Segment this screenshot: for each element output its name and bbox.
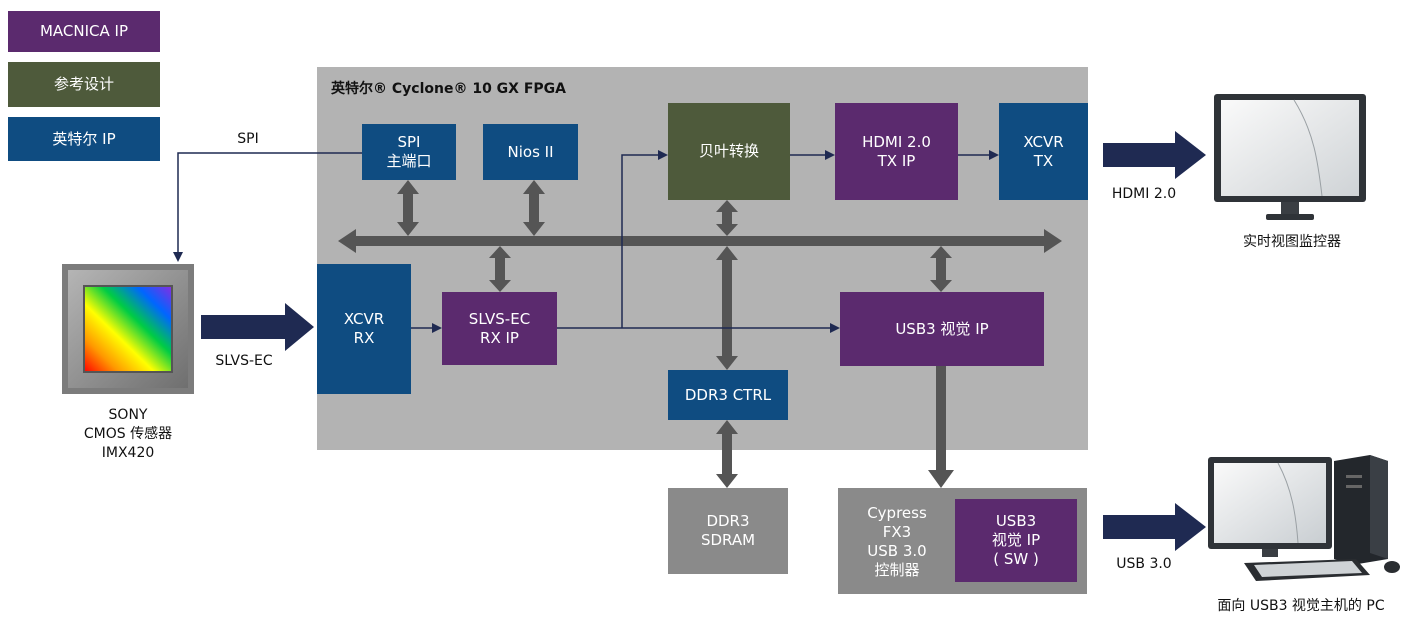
spi-line xyxy=(173,152,362,262)
spi-label: SPI xyxy=(237,131,259,147)
usb-label: USB 3.0 xyxy=(1116,556,1172,572)
hdmi-out-arrow xyxy=(1103,131,1206,179)
bus-link-bayer xyxy=(716,200,738,236)
slvs-ec-label: SLVS-EC xyxy=(215,353,273,369)
hdmi-label: HDMI 2.0 xyxy=(1111,186,1177,202)
hdmi-tx-ip: HDMI 2.0 TX IP xyxy=(835,103,958,200)
nios-ii: Nios II xyxy=(483,124,578,180)
desktop-pc-icon xyxy=(1206,455,1412,585)
bus-link-nios xyxy=(523,180,545,236)
usb-out-arrow xyxy=(1103,503,1206,551)
legend-reference-design: 参考设计 xyxy=(8,62,160,107)
bus-link-usb3 xyxy=(930,246,952,292)
cmos-sensor-icon xyxy=(62,264,194,394)
bus-link-slvs xyxy=(489,246,511,292)
ddr3-ctrl: DDR3 CTRL xyxy=(668,370,788,420)
usb3-vision-ip: USB3 视觉 IP xyxy=(840,292,1044,366)
monitor-label: 实时视图监控器 xyxy=(1243,234,1341,250)
bus-link-spi xyxy=(397,180,419,236)
monitor-icon xyxy=(1214,92,1366,224)
legend-intel-ip: 英特尔 IP xyxy=(8,117,160,161)
usb3-vision-ip-sw: USB3 视觉 IP ( SW ) xyxy=(955,499,1077,582)
bus-link-ddr xyxy=(716,246,738,370)
bayer-conversion: 贝叶转换 xyxy=(668,103,790,200)
ddr3-sdram: DDR3 SDRAM xyxy=(668,488,788,574)
fpga-title: 英特尔® Cyclone® 10 GX FPGA xyxy=(331,81,566,97)
xcvr-rx: XCVR RX xyxy=(317,264,411,394)
cypress-fx3-controller: Cypress FX3 USB 3.0 控制器 xyxy=(867,504,927,579)
slvs-ec-rx-ip: SLVS-EC RX IP xyxy=(442,292,557,365)
pc-label: 面向 USB3 视觉主机的 PC xyxy=(1217,598,1385,614)
usb3-cypress-link xyxy=(928,366,954,488)
ddr-sdram-link xyxy=(716,420,738,488)
spi-master-port: SPI 主端口 xyxy=(362,124,456,180)
legend-macnica-ip: MACNICA IP xyxy=(8,11,160,52)
main-bus xyxy=(338,229,1062,253)
sensor-to-xcvr-arrow xyxy=(201,303,314,351)
sensor-label: SONY CMOS 传感器 IMX420 xyxy=(83,407,173,461)
xcvr-tx: XCVR TX xyxy=(999,103,1088,200)
slvs-to-bayer xyxy=(621,150,668,328)
